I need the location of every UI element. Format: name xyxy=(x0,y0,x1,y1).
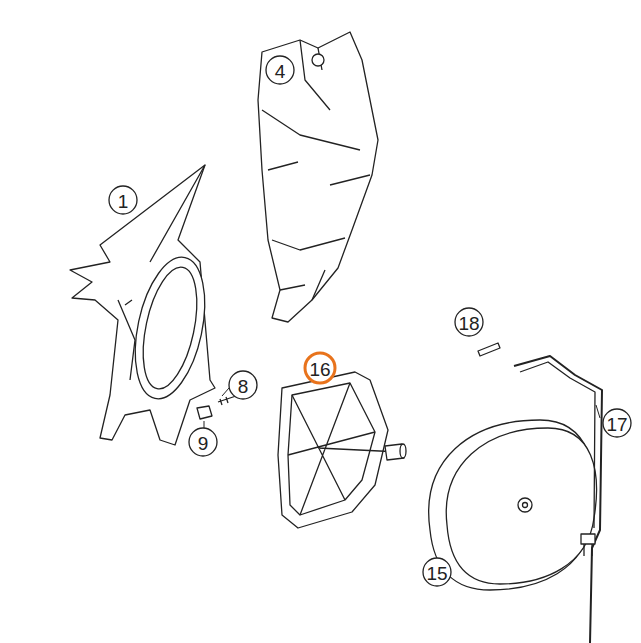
callout-number: 9 xyxy=(198,434,209,453)
airbox-upper xyxy=(258,32,378,322)
callout-number: 16 xyxy=(309,360,330,379)
callout-number: 18 xyxy=(458,314,479,333)
callout-number: 1 xyxy=(118,192,129,211)
callout-number: 15 xyxy=(426,564,447,583)
pin xyxy=(478,343,500,356)
callout-number: 17 xyxy=(606,415,627,434)
callout-number: 8 xyxy=(238,377,249,396)
bracket xyxy=(514,356,602,643)
clip xyxy=(197,406,212,419)
callout-number: 4 xyxy=(275,62,286,81)
screw xyxy=(218,396,236,405)
